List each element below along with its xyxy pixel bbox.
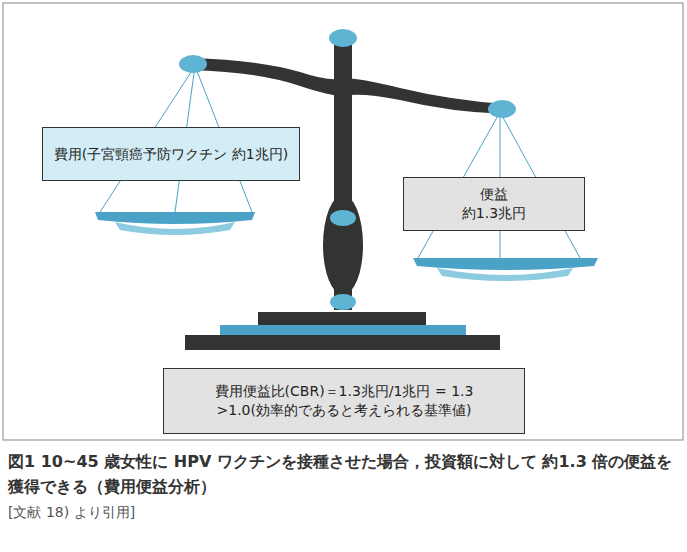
pillar-top-knob — [329, 29, 357, 47]
pillar-ring — [330, 210, 356, 226]
box-text: 費用(子宮頸癌予防ワクチン 約1兆円) — [54, 145, 288, 164]
left-pan — [95, 212, 255, 235]
pillar-ring — [330, 294, 356, 310]
pillar-bulge — [323, 195, 363, 295]
base-middle — [220, 325, 466, 335]
label-box: 費用(子宮頸癌予防ワクチン 約1兆円) — [42, 127, 300, 181]
frame — [3, 3, 683, 440]
beam-knob — [179, 55, 207, 73]
figure-caption: 図1 10~45 歳女性に HPV ワクチンを接種させた場合，投資額に対して 約… — [8, 450, 676, 500]
base-top — [258, 312, 426, 325]
label-box: 便益 約1.3兆円 — [403, 177, 585, 231]
formula-box: 費用便益比(CBR)＝1.3兆円/1兆円 = 1.3 >1.0(効率的であると考… — [163, 368, 525, 434]
source-note: [文献 18) より引用] — [8, 504, 135, 522]
base-bottom — [185, 335, 500, 350]
box-text: 費用便益比(CBR)＝1.3兆円/1兆円 = 1.3 >1.0(効率的であると考… — [174, 382, 514, 420]
box-text: 便益 約1.3兆円 — [448, 185, 540, 223]
right-pan — [413, 258, 598, 281]
beam-knob — [488, 100, 516, 118]
